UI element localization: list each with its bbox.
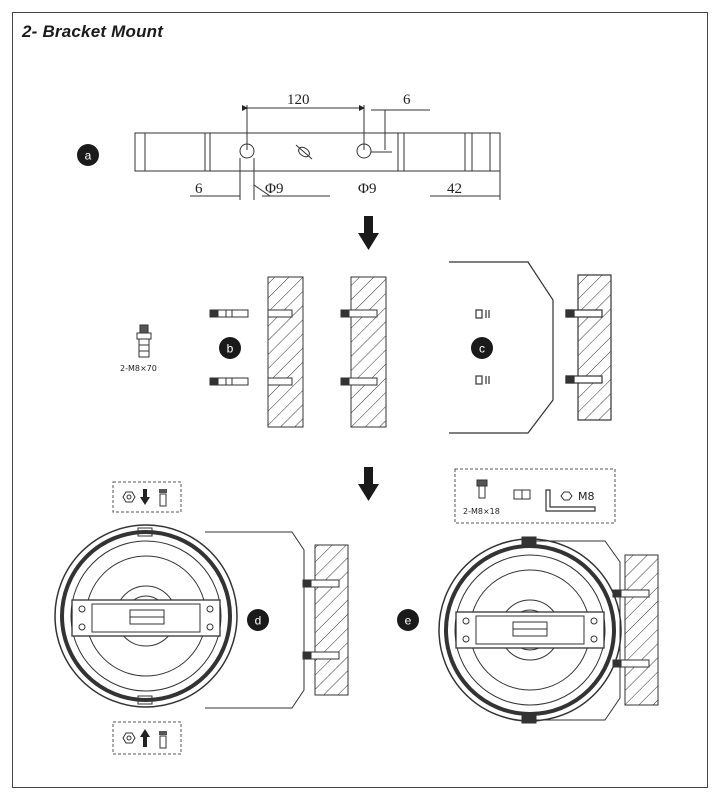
legend-fasten-nut <box>112 721 182 755</box>
badge-c: c <box>471 337 493 359</box>
diagram-frame <box>12 12 708 788</box>
svg-text:b: b <box>227 342 234 356</box>
luminaire-d <box>54 524 349 709</box>
badge-e: e <box>397 609 419 631</box>
wall-drilled <box>267 276 304 428</box>
parts-kit-box: 2-M8×18 M8 <box>454 468 616 524</box>
wall-c <box>577 274 612 421</box>
svg-text:c: c <box>479 342 485 356</box>
arrow-down-icon <box>358 467 379 501</box>
screw-label: 2-M8×18 <box>463 507 500 516</box>
anchor-bolt-label: 2-M8×70 <box>120 364 157 373</box>
washer-icon <box>513 489 531 500</box>
arrow-down-icon <box>358 216 379 250</box>
wall-e <box>624 554 659 706</box>
svg-text:e: e <box>405 614 412 628</box>
center-hole <box>298 146 310 158</box>
legend-remove-nut <box>112 481 182 513</box>
bracket-profile <box>449 261 554 434</box>
bracket-bar <box>134 132 501 172</box>
luminaire-e <box>438 536 659 724</box>
bolt-icon <box>159 489 167 507</box>
anchor-bolt-icon <box>136 324 152 358</box>
dim-hole-left: Φ9 <box>265 181 283 197</box>
dim-spacing: 120 <box>287 92 310 108</box>
badge-b: b <box>219 337 241 359</box>
dim-end-length: 42 <box>447 181 462 197</box>
arrow-up-icon <box>140 729 150 747</box>
page-title: 2- Bracket Mount <box>22 22 164 41</box>
dim-slot-top: 6 <box>403 92 411 108</box>
dim-hole-right: Φ9 <box>358 181 376 197</box>
arrow-down-icon <box>140 489 150 505</box>
hex-nut-icon <box>560 491 573 501</box>
wall-d <box>314 544 349 696</box>
wall-anchored <box>350 276 387 428</box>
step-a-bracket <box>134 105 501 200</box>
screw-icon <box>476 479 488 499</box>
nut-icon <box>122 732 136 744</box>
svg-text:d: d <box>255 614 262 628</box>
step-b-wall-anchors: 2-M8×70 <box>120 276 387 428</box>
svg-text:a: a <box>85 149 92 163</box>
hex-key-icon <box>545 489 596 512</box>
badge-a: a <box>77 144 99 166</box>
step-c-bracket-attach <box>449 261 612 434</box>
nut-icon <box>122 491 136 503</box>
bolt-icon <box>159 731 167 749</box>
hex-key-label: M8 <box>578 490 595 503</box>
dim-slot-bottom: 6 <box>195 181 203 197</box>
badge-d: d <box>247 609 269 631</box>
